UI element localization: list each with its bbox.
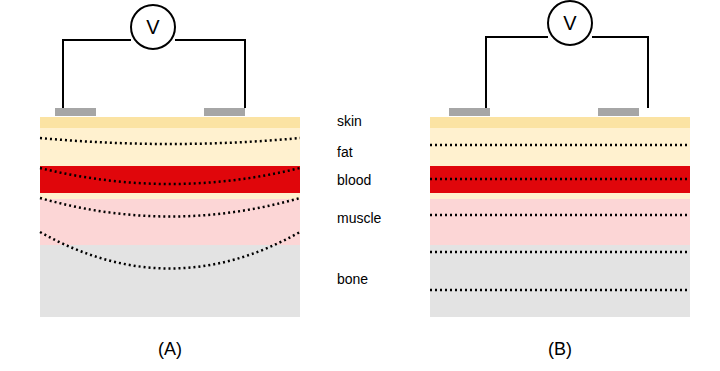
panel-a bbox=[40, 40, 300, 317]
layer-label: bone bbox=[337, 271, 368, 287]
panel-caption: (B) bbox=[548, 339, 572, 360]
layer-label: muscle bbox=[337, 210, 381, 226]
voltmeter-circle: V bbox=[130, 4, 176, 50]
panel-caption: (A) bbox=[158, 339, 182, 360]
panel-b bbox=[430, 37, 690, 317]
voltmeter-symbol: V bbox=[563, 12, 576, 35]
layer-label: fat bbox=[337, 144, 353, 160]
voltmeter-symbol: V bbox=[146, 16, 159, 39]
voltmeter-circle: V bbox=[547, 0, 593, 46]
layer-label: skin bbox=[337, 113, 362, 129]
layer-label: blood bbox=[337, 172, 371, 188]
